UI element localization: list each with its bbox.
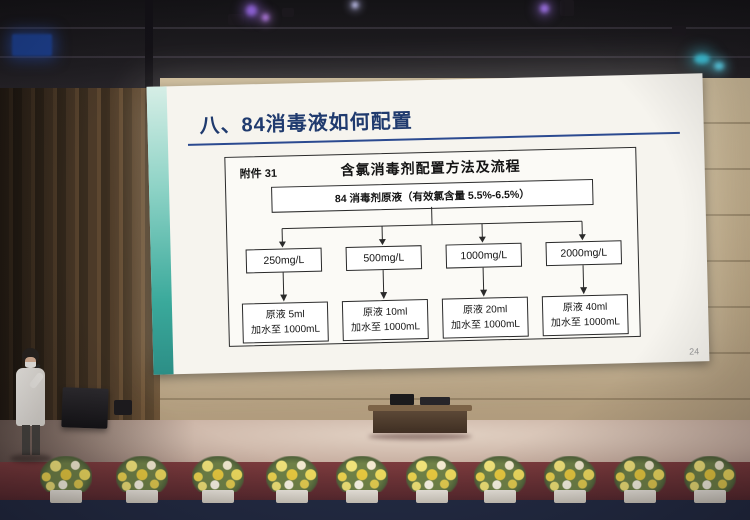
concentration-box: 500mg/L bbox=[345, 245, 423, 272]
purple-stage-light bbox=[246, 5, 257, 16]
flower-bouquet bbox=[336, 456, 388, 505]
concentration-box: 2000mg/L bbox=[545, 240, 623, 267]
flower-bouquet bbox=[474, 456, 526, 505]
laptop bbox=[390, 394, 414, 405]
dilution-line1: 原液 40ml bbox=[562, 301, 608, 314]
truss-pole bbox=[145, 0, 153, 95]
dilution-line2: 加水至 1000mL bbox=[450, 318, 521, 332]
light-fixture bbox=[560, 0, 574, 16]
white-stage-light bbox=[352, 2, 358, 8]
slide-page-number: 24 bbox=[689, 346, 700, 357]
presenter-mask bbox=[25, 362, 36, 368]
table-top bbox=[368, 405, 472, 411]
concentration-box: 1000mg/L bbox=[445, 242, 523, 269]
cyan-stage-light bbox=[694, 54, 710, 64]
flower-bouquet bbox=[192, 456, 244, 505]
light-fixture bbox=[228, 14, 244, 25]
dilution-line2: 加水至 1000mL bbox=[250, 323, 321, 337]
presenter bbox=[8, 348, 58, 466]
flower-bouquet bbox=[614, 456, 666, 505]
flower-bouquet bbox=[116, 456, 168, 505]
concentration-box: 250mg/L bbox=[245, 247, 323, 274]
cyan-stage-light bbox=[714, 62, 724, 70]
light-fixture bbox=[282, 8, 294, 17]
stage-monitor-speaker bbox=[61, 387, 109, 429]
slide-title: 八、84消毒液如何配置 bbox=[199, 110, 414, 138]
projection-screen: 八、84消毒液如何配置 附件 31 含氯消毒剂配置方法及流程 84 消毒剂原液（… bbox=[146, 73, 710, 375]
dilution-line2: 加水至 1000mL bbox=[350, 321, 421, 334]
purple-stage-light bbox=[540, 4, 549, 13]
table-body bbox=[373, 411, 467, 433]
truss-bar bbox=[0, 27, 750, 29]
dilution-line1: 原液 10ml bbox=[362, 306, 408, 319]
presenter-leg bbox=[32, 425, 40, 455]
equipment-case bbox=[114, 400, 132, 415]
flower-bouquet bbox=[40, 456, 92, 505]
presenter-shadow bbox=[10, 454, 52, 463]
dilution-box: 原液 5ml 加水至 1000mL bbox=[241, 301, 329, 344]
stage-table bbox=[368, 394, 472, 440]
purple-stage-light bbox=[262, 14, 269, 21]
table-shadow bbox=[368, 433, 472, 440]
truss-bar bbox=[0, 56, 750, 58]
presenter-leg bbox=[22, 425, 30, 455]
dilution-line1: 原液 20ml bbox=[462, 303, 508, 316]
audience-strip bbox=[0, 500, 750, 520]
flow-connectors bbox=[278, 206, 588, 302]
side-monitor-glow bbox=[12, 34, 52, 56]
dilution-box: 原液 10ml 加水至 1000mL bbox=[341, 299, 429, 342]
flower-bouquet bbox=[406, 456, 458, 505]
dilution-box: 原液 40ml 加水至 1000mL bbox=[541, 294, 629, 337]
dilution-line1: 原液 5ml bbox=[265, 308, 305, 321]
flower-bouquet bbox=[684, 456, 736, 505]
dilution-line2: 加水至 1000mL bbox=[550, 316, 621, 330]
flowchart: 附件 31 含氯消毒剂配置方法及流程 84 消毒剂原液（有效氯含量 5.5%-6… bbox=[224, 146, 641, 347]
flower-bouquet bbox=[544, 456, 596, 505]
equipment bbox=[420, 397, 450, 405]
flower-bouquet bbox=[266, 456, 318, 505]
dilution-box: 原液 20ml 加水至 1000mL bbox=[441, 296, 529, 339]
light-fixture bbox=[672, 26, 686, 36]
